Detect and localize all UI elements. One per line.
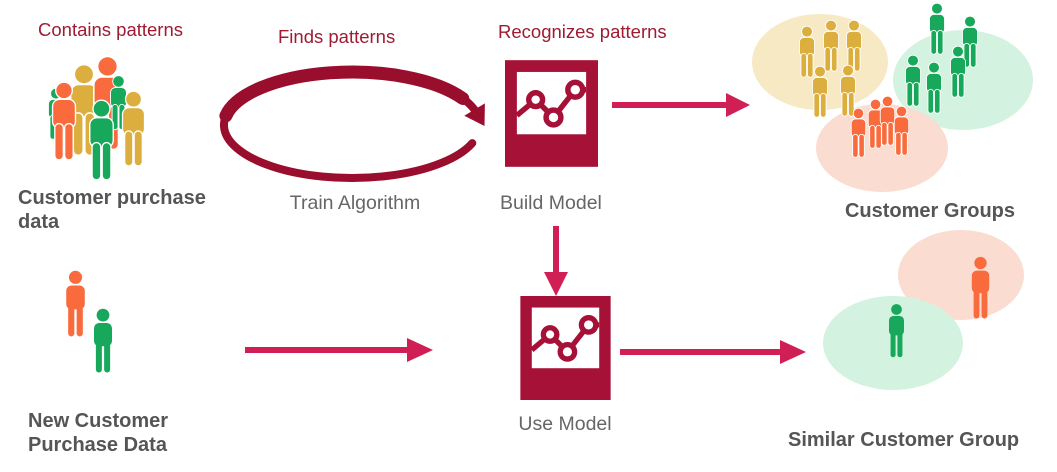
person-icon (926, 61, 942, 114)
header-recognizes-patterns: Recognizes patterns (498, 21, 667, 42)
caption-build-model: Build Model (500, 192, 602, 214)
group-ellipse-pink (816, 104, 948, 192)
person-icon (89, 99, 114, 181)
arrow-right-icon (620, 340, 806, 364)
similar-group-illustration (823, 230, 1024, 390)
caption-similar-customer-group: Similar Customer Group (788, 429, 1020, 451)
person-icon (51, 81, 77, 161)
person-icon (846, 19, 862, 72)
arrow-down-icon (544, 226, 568, 296)
person-icon (893, 105, 910, 156)
person-icon (850, 107, 867, 158)
caption-new-customer-purchase-data: New Customer Purchase Data (28, 410, 169, 457)
person-icon (66, 270, 85, 337)
caption-customer-purchase-data: Customer purchase data (18, 187, 206, 234)
person-icon (94, 308, 112, 373)
customer-crowd-illustration (48, 55, 146, 181)
loop-arrow-icon (219, 65, 485, 182)
header-finds-patterns: Finds patterns (278, 26, 396, 47)
group-ellipse-pink (898, 230, 1024, 320)
header-contains-patterns: Contains patterns (38, 19, 184, 40)
person-icon (840, 64, 856, 117)
person-icon (799, 25, 815, 78)
new-customers-illustration (66, 270, 112, 373)
build-model-chart-icon (505, 60, 598, 167)
person-icon (121, 90, 146, 167)
person-icon (950, 45, 966, 98)
person-icon (905, 54, 921, 107)
caption-customer-groups: Customer Groups (844, 200, 1016, 222)
person-icon (879, 95, 896, 146)
person-icon (823, 19, 839, 72)
person-icon (812, 65, 828, 118)
customer-groups-illustration (752, 2, 1033, 192)
caption-train-algorithm: Train Algorithm (289, 192, 421, 214)
arrow-right-icon (612, 93, 750, 117)
caption-use-model: Use Model (518, 413, 612, 435)
arrow-right-icon (245, 338, 433, 362)
use-model-chart-icon (518, 296, 613, 400)
person-icon (929, 2, 945, 55)
person-icon (867, 98, 884, 149)
